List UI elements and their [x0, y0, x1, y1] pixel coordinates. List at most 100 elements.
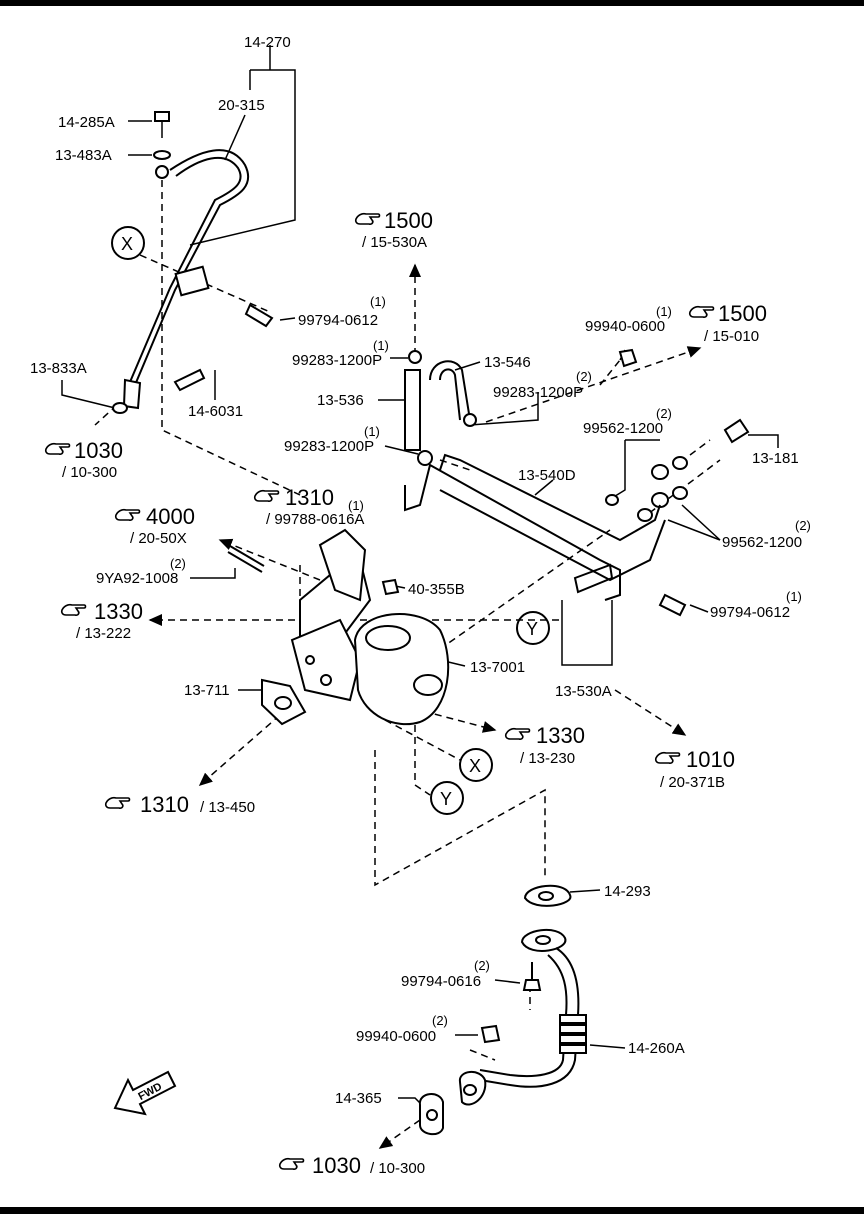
fwd-arrow-icon: FWD [113, 1070, 177, 1116]
stud-9YA92-1008 [227, 545, 265, 573]
pointing-hand-icon [354, 212, 381, 225]
ref-1330-13-222: 1330 / 13-222 [60, 599, 143, 642]
svg-text:1500: 1500 [384, 208, 433, 233]
pointing-hand-icon [278, 1157, 305, 1170]
marker-y-bottom: Y [430, 781, 464, 815]
ref-1500-15-530A: 1500 / 15-530A [354, 208, 433, 251]
svg-text:4000: 4000 [146, 504, 195, 529]
nut-40-355B [381, 578, 400, 596]
pointing-hand-icon [654, 751, 681, 764]
label-14-293: 14-293 [604, 883, 651, 900]
ref-1330-13-230: 1330 / 13-230 [504, 723, 585, 767]
svg-text:/ 20-371B: / 20-371B [660, 774, 725, 791]
svg-text:1500: 1500 [718, 301, 767, 326]
label-13-181: 13-181 [752, 450, 799, 467]
label-13-833A: 13-833A [30, 360, 87, 377]
label-13-530A: 13-530A [555, 683, 612, 700]
svg-text:(1): (1) [373, 338, 389, 353]
gasket-14-365 [418, 1093, 444, 1136]
svg-text:X: X [121, 234, 133, 254]
svg-text:(2): (2) [474, 958, 490, 973]
label-13-711: 13-711 [184, 682, 230, 699]
label-14-6031: 14-6031 [188, 403, 243, 420]
svg-text:1030: 1030 [74, 438, 123, 463]
label-99788-0616A: / 99788-0616A [266, 511, 364, 528]
svg-text:Y: Y [526, 619, 538, 639]
svg-text:(2): (2) [795, 518, 811, 533]
label-14-285A: 14-285A [58, 114, 115, 131]
label-99283-1200P-c: 99283-1200P [284, 438, 374, 455]
bolt-99794-0612-a [244, 303, 274, 328]
svg-text:1030: 1030 [312, 1153, 361, 1178]
water-pipe-13-540D [404, 453, 666, 601]
svg-text:(2): (2) [656, 406, 672, 421]
svg-text:(1): (1) [348, 498, 364, 513]
marker-x-top: X [111, 226, 145, 260]
svg-text:(1): (1) [786, 589, 802, 604]
nut-99940-0600-a [618, 348, 638, 368]
pointing-hand-icon [504, 727, 531, 740]
bolt-99794-0616 [522, 962, 542, 991]
svg-text:/ 20-50X: / 20-50X [130, 530, 187, 547]
svg-text:/ 13-450: / 13-450 [200, 799, 255, 816]
pointing-hand-icon [44, 442, 71, 455]
washer-13-833A [112, 402, 128, 414]
oil-drain-pipe-14-260A [458, 928, 587, 1106]
ref-1010-20-371B: 1010 / 20-371B [654, 747, 735, 791]
svg-text:(1): (1) [364, 424, 380, 439]
svg-text:/ 10-300: / 10-300 [370, 1160, 425, 1177]
pointing-hand-icon [114, 508, 141, 521]
pointing-hand-icon [104, 796, 131, 809]
label-13-7001: 13-7001 [470, 659, 525, 676]
svg-text:(2): (2) [170, 556, 186, 571]
svg-text:(1): (1) [370, 294, 386, 309]
part-labels: 14-270 20-315 14-285A 13-483A 13-833A 14… [30, 34, 811, 1107]
label-99283-1200P-b: 99283-1200P [493, 384, 583, 401]
bolt-99794-0612-b [658, 593, 687, 617]
gasket-13-711 [261, 678, 307, 726]
pointing-hand-icon [60, 603, 87, 616]
union-bolt-13-181 [723, 418, 750, 444]
oil-feed-pipe [122, 149, 250, 410]
svg-text:1330: 1330 [94, 599, 143, 624]
svg-text:1330: 1330 [536, 723, 585, 748]
label-13-536: 13-536 [317, 392, 364, 409]
label-99794-0616: 99794-0616 [401, 973, 481, 990]
label-99794-0612-b: 99794-0612 [710, 604, 790, 621]
label-20-315: 20-315 [218, 97, 265, 114]
svg-text:/ 15-530A: / 15-530A [362, 234, 427, 251]
svg-text:(1): (1) [656, 304, 672, 319]
svg-text:/ 15-010: / 15-010 [704, 328, 759, 345]
ref-1500-15-010: 1500 / 15-010 [688, 301, 767, 345]
label-99562-1200-b: 99562-1200 [722, 534, 802, 551]
svg-text:/ 10-300: / 10-300 [62, 464, 117, 481]
turbocharger-13-7001 [290, 528, 450, 726]
bolt-14-6031 [173, 368, 206, 392]
svg-text:1310: 1310 [285, 485, 334, 510]
svg-text:1010: 1010 [686, 747, 735, 772]
water-hoses [404, 350, 477, 466]
label-13-483A: 13-483A [55, 147, 112, 164]
pointing-hand-icon [253, 489, 280, 502]
label-14-260A: 14-260A [628, 1040, 685, 1057]
label-99562-1200-a: 99562-1200 [583, 420, 663, 437]
ref-1310: 1310 [253, 485, 334, 510]
svg-text:1310: 1310 [140, 792, 189, 817]
svg-text:/ 13-222: / 13-222 [76, 625, 131, 642]
ref-4000-20-50X: 4000 / 20-50X [114, 504, 195, 547]
ref-1030-10-300-bottom: 1030 / 10-300 [278, 1153, 425, 1178]
label-99283-1200P-a: 99283-1200P [292, 352, 382, 369]
label-40-355B: 40-355B [408, 581, 465, 598]
ref-1030-10-300-top: 1030 / 10-300 [44, 438, 123, 481]
label-99940-0600-a: 99940-0600 [585, 318, 665, 335]
label-13-546: 13-546 [484, 354, 531, 371]
marker-x-bottom: X [459, 748, 493, 782]
ref-1310-13-450: 1310 / 13-450 [104, 792, 255, 817]
bolt-14-285A [153, 111, 171, 160]
gasket-14-293 [523, 884, 572, 907]
label-14-270: 14-270 [244, 34, 291, 51]
svg-text:(2): (2) [432, 1013, 448, 1028]
svg-text:X: X [469, 756, 481, 776]
nut-99940-0600-b [480, 1024, 501, 1044]
gaskets-99562-1200 [605, 456, 688, 522]
